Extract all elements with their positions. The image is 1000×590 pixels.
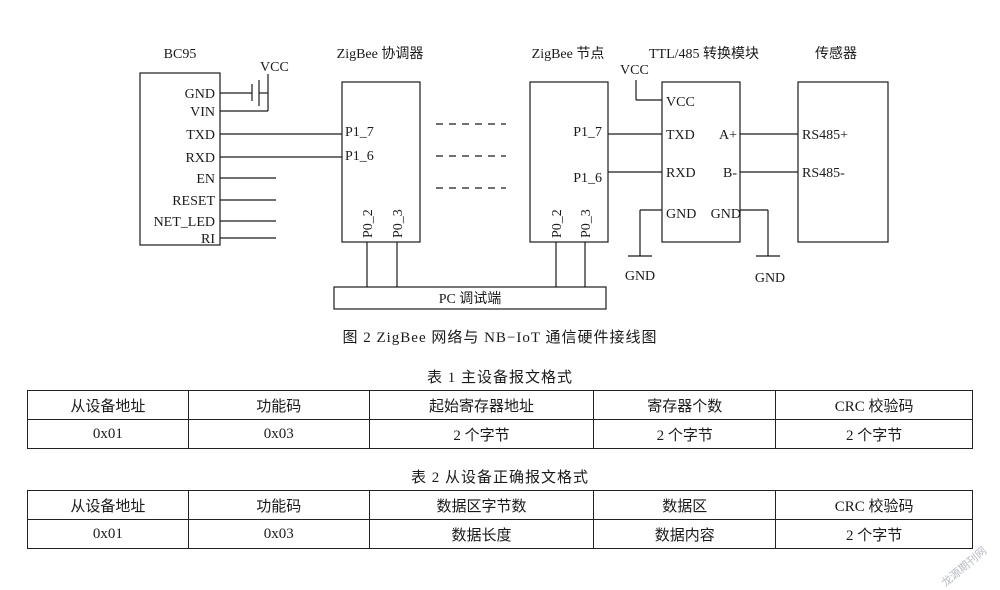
table-header-cell: 从设备地址 bbox=[27, 490, 189, 520]
sensor-pin: RS485- bbox=[802, 166, 845, 181]
table-header-cell: 功能码 bbox=[187, 390, 370, 420]
table-cell: 2 个字节 bbox=[593, 419, 777, 449]
node-title: ZigBee 节点 bbox=[532, 46, 605, 62]
table-header-cell: CRC 校验码 bbox=[775, 390, 973, 420]
coordinator-pin: P1_6 bbox=[345, 149, 374, 164]
sensor-module bbox=[797, 81, 889, 243]
pc-debug-port bbox=[333, 286, 607, 310]
converter-pin: GND bbox=[711, 207, 741, 222]
table-header-cell: 数据区 bbox=[593, 490, 777, 520]
table-header-cell: 起始寄存器地址 bbox=[368, 390, 595, 420]
bc95-module bbox=[139, 72, 221, 246]
gnd-label: GND bbox=[625, 269, 655, 284]
table-cell: 数据内容 bbox=[593, 519, 777, 549]
converter-title: TTL/485 转换模块 bbox=[649, 45, 759, 62]
converter-pin: TXD bbox=[666, 128, 695, 143]
converter-pin: B- bbox=[723, 166, 737, 181]
zigbee-node bbox=[529, 81, 609, 243]
bc95-pin: RXD bbox=[185, 151, 215, 166]
node-pin: P0_3 bbox=[579, 209, 594, 238]
table-header-cell: 从设备地址 bbox=[27, 390, 189, 420]
sensor-title: 传感器 bbox=[815, 45, 857, 62]
converter-pin: GND bbox=[666, 207, 696, 222]
converter-pin: A+ bbox=[719, 128, 737, 143]
bc95-vcc-label: VCC bbox=[260, 60, 289, 75]
table2: 从设备地址 功能码 数据区字节数 数据区 CRC 校验码 0x01 0x03 数… bbox=[27, 490, 973, 549]
coordinator-title: ZigBee 协调器 bbox=[337, 46, 424, 62]
table-row: 0x01 0x03 数据长度 数据内容 2 个字节 bbox=[27, 519, 973, 549]
pc-debug-label: PC 调试端 bbox=[439, 291, 502, 307]
bc95-pin: GND bbox=[185, 87, 215, 102]
bc95-title: BC95 bbox=[164, 47, 197, 62]
converter-pin: VCC bbox=[666, 95, 695, 110]
node-pin: P1_6 bbox=[573, 171, 602, 186]
table2-caption: 表 2 从设备正确报文格式 bbox=[410, 470, 589, 486]
bc95-pin: TXD bbox=[186, 128, 215, 143]
table-cell: 0x01 bbox=[27, 419, 189, 449]
table-cell: 2 个字节 bbox=[775, 519, 973, 549]
bc95-pin: EN bbox=[196, 172, 215, 187]
bc95-pin: NET_LED bbox=[154, 215, 215, 230]
table-header-row: 从设备地址 功能码 起始寄存器地址 寄存器个数 CRC 校验码 bbox=[27, 390, 973, 420]
converter-pin: RXD bbox=[666, 166, 696, 181]
table-row: 0x01 0x03 2 个字节 2 个字节 2 个字节 bbox=[27, 419, 973, 449]
ttl485-converter bbox=[661, 81, 741, 243]
table-cell: 0x03 bbox=[187, 419, 370, 449]
table-cell: 0x03 bbox=[187, 519, 370, 549]
figure-caption: 图 2 ZigBee 网络与 NB−IoT 通信硬件接线图 bbox=[342, 330, 658, 346]
bc95-pin: RI bbox=[201, 232, 215, 247]
wiring-diagram: BC95 VCC ZigBee 协调器 ZigBee 节点 TTL/485 转换… bbox=[139, 45, 889, 310]
table-header-cell: 数据区字节数 bbox=[368, 490, 595, 520]
table1: 从设备地址 功能码 起始寄存器地址 寄存器个数 CRC 校验码 0x01 0x0… bbox=[27, 390, 973, 449]
table-header-row: 从设备地址 功能码 数据区字节数 数据区 CRC 校验码 bbox=[27, 490, 973, 520]
table1-caption: 表 1 主设备报文格式 bbox=[426, 370, 573, 386]
sensor-pin: RS485+ bbox=[802, 128, 848, 143]
bc95-pin: RESET bbox=[172, 194, 215, 209]
bc95-pin: VIN bbox=[190, 105, 215, 120]
gnd-label: GND bbox=[755, 271, 785, 286]
table-header-cell: 功能码 bbox=[187, 490, 370, 520]
zigbee-coordinator bbox=[341, 81, 421, 243]
table-header-cell: 寄存器个数 bbox=[593, 390, 777, 420]
coordinator-pin: P0_3 bbox=[391, 209, 406, 238]
table-cell: 2 个字节 bbox=[775, 419, 973, 449]
table-header-cell: CRC 校验码 bbox=[775, 490, 973, 520]
node-pin: P1_7 bbox=[573, 125, 602, 140]
node-vcc-label: VCC bbox=[620, 63, 649, 78]
watermark: 龙源期刊网 bbox=[938, 544, 990, 590]
table-cell: 数据长度 bbox=[368, 519, 595, 549]
coordinator-pin: P0_2 bbox=[361, 209, 376, 238]
node-pin: P0_2 bbox=[550, 209, 565, 238]
table-cell: 2 个字节 bbox=[368, 419, 595, 449]
table-cell: 0x01 bbox=[27, 519, 189, 549]
coordinator-pin: P1_7 bbox=[345, 125, 374, 140]
